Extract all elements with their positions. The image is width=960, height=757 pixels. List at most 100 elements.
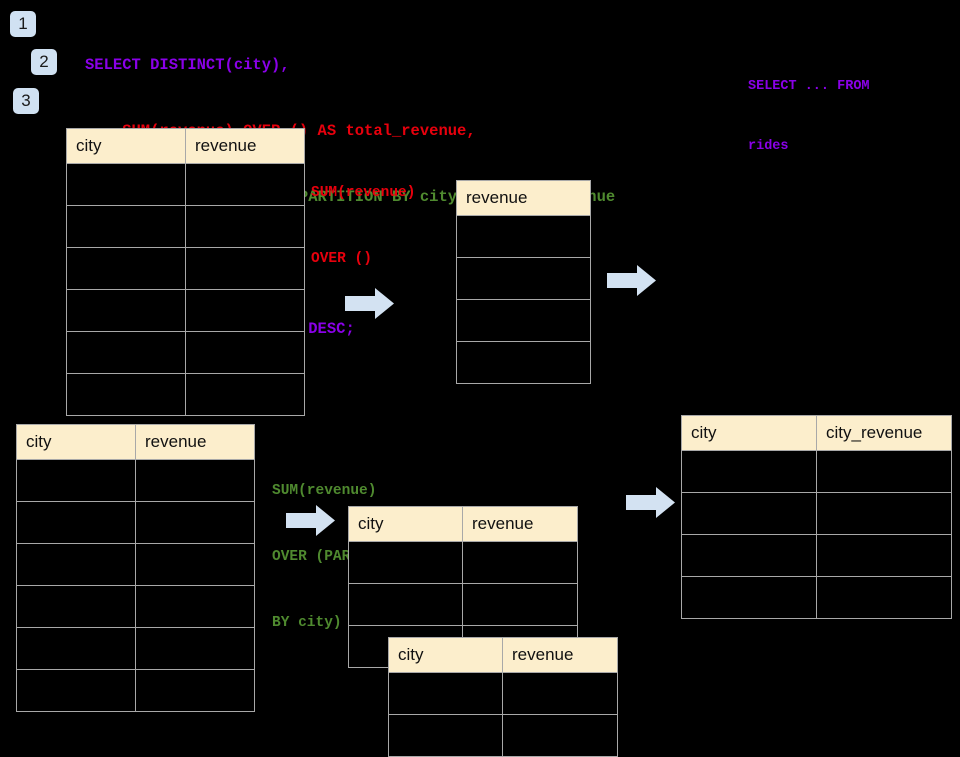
table-row bbox=[66, 289, 305, 332]
table-row bbox=[16, 669, 255, 712]
annotation-select-from: SELECT ... FROM rides bbox=[748, 37, 870, 177]
table-cell bbox=[66, 163, 186, 206]
table-cell bbox=[462, 583, 578, 626]
column-header-city: city bbox=[66, 128, 186, 164]
table-row bbox=[681, 534, 952, 577]
table-header-row: city revenue bbox=[66, 128, 305, 164]
table-cell bbox=[66, 331, 186, 374]
table-row bbox=[66, 163, 305, 206]
table-cell bbox=[135, 543, 255, 586]
table-cell bbox=[681, 534, 817, 577]
table-header-row: city revenue bbox=[16, 424, 255, 460]
table-cell bbox=[816, 492, 952, 535]
table-cell bbox=[66, 373, 186, 416]
table-cell bbox=[388, 714, 503, 757]
column-header-city-revenue: city_revenue bbox=[816, 415, 952, 451]
table-row bbox=[66, 247, 305, 290]
table-cell bbox=[185, 289, 305, 332]
table-row bbox=[456, 257, 591, 300]
table-cell bbox=[681, 576, 817, 619]
table-cell bbox=[388, 672, 503, 715]
table-cell bbox=[502, 714, 618, 757]
rides-source-table-partition: city revenue bbox=[16, 424, 255, 712]
table-cell bbox=[348, 541, 463, 584]
column-header-revenue: revenue bbox=[462, 506, 578, 542]
annotation-sum-over-all-line2: OVER () bbox=[311, 251, 372, 267]
step-badge-1: 1 bbox=[10, 11, 36, 37]
table-row bbox=[388, 672, 618, 715]
column-header-revenue: revenue bbox=[185, 128, 305, 164]
table-row bbox=[681, 492, 952, 535]
table-row bbox=[16, 627, 255, 670]
annotation-sum-over-partition-line3: BY city) bbox=[272, 615, 342, 631]
table-cell bbox=[135, 627, 255, 670]
table-header-row: revenue bbox=[456, 180, 591, 216]
table-header-row: city city_revenue bbox=[681, 415, 952, 451]
column-header-revenue: revenue bbox=[456, 180, 591, 216]
table-cell bbox=[502, 672, 618, 715]
annotation-sum-over-partition-line1: SUM(revenue) bbox=[272, 483, 377, 499]
table-row bbox=[348, 541, 578, 584]
table-cell bbox=[66, 205, 186, 248]
table-header-row: city revenue bbox=[388, 637, 618, 673]
column-header-city: city bbox=[388, 637, 503, 673]
result-table: city city_revenue bbox=[681, 415, 952, 619]
table-row bbox=[456, 341, 591, 384]
sql-line-1: SELECT DISTINCT(city), bbox=[85, 56, 290, 74]
table-row bbox=[66, 331, 305, 374]
arrow-partition-to-result bbox=[626, 487, 675, 523]
table-cell bbox=[816, 576, 952, 619]
table-cell bbox=[16, 501, 136, 544]
table-cell bbox=[185, 205, 305, 248]
table-row bbox=[66, 205, 305, 248]
column-header-city: city bbox=[348, 506, 463, 542]
table-row bbox=[16, 543, 255, 586]
table-row bbox=[16, 585, 255, 628]
rides-source-table: city revenue bbox=[66, 128, 305, 416]
table-row bbox=[388, 714, 618, 757]
table-row bbox=[456, 215, 591, 258]
table-cell bbox=[185, 163, 305, 206]
table-cell bbox=[185, 331, 305, 374]
table-cell bbox=[456, 299, 591, 342]
table-cell bbox=[456, 257, 591, 300]
table-cell bbox=[135, 669, 255, 712]
annotation-select-from-line1: SELECT ... FROM bbox=[748, 79, 870, 94]
table-cell bbox=[16, 585, 136, 628]
arrow-total-to-result bbox=[607, 265, 656, 301]
arrow-source-to-total bbox=[345, 288, 394, 324]
total-revenue-table: revenue bbox=[456, 180, 591, 384]
table-cell bbox=[348, 583, 463, 626]
table-cell bbox=[135, 459, 255, 502]
table-row bbox=[16, 501, 255, 544]
table-cell bbox=[456, 215, 591, 258]
table-row bbox=[66, 373, 305, 416]
annotation-sum-over-all-line1: SUM(revenue) bbox=[311, 185, 416, 201]
table-cell bbox=[16, 459, 136, 502]
column-header-city: city bbox=[681, 415, 817, 451]
table-row bbox=[681, 576, 952, 619]
column-header-revenue: revenue bbox=[135, 424, 255, 460]
table-cell bbox=[816, 534, 952, 577]
table-cell bbox=[462, 541, 578, 584]
table-row bbox=[16, 459, 255, 502]
column-header-revenue: revenue bbox=[502, 637, 618, 673]
table-cell bbox=[135, 585, 255, 628]
table-cell bbox=[456, 341, 591, 384]
step-badge-2: 2 bbox=[31, 49, 57, 75]
annotation-select-from-line2: rides bbox=[748, 139, 789, 154]
table-cell bbox=[16, 669, 136, 712]
arrow-source-to-partition bbox=[286, 505, 335, 541]
table-cell bbox=[66, 289, 186, 332]
table-cell bbox=[16, 627, 136, 670]
table-cell bbox=[816, 450, 952, 493]
table-cell bbox=[66, 247, 186, 290]
column-header-city: city bbox=[16, 424, 136, 460]
table-cell bbox=[185, 247, 305, 290]
table-header-row: city revenue bbox=[348, 506, 578, 542]
table-cell bbox=[681, 492, 817, 535]
table-row bbox=[456, 299, 591, 342]
table-cell bbox=[681, 450, 817, 493]
partition-group-table-front: city revenue bbox=[388, 637, 618, 757]
table-row bbox=[681, 450, 952, 493]
